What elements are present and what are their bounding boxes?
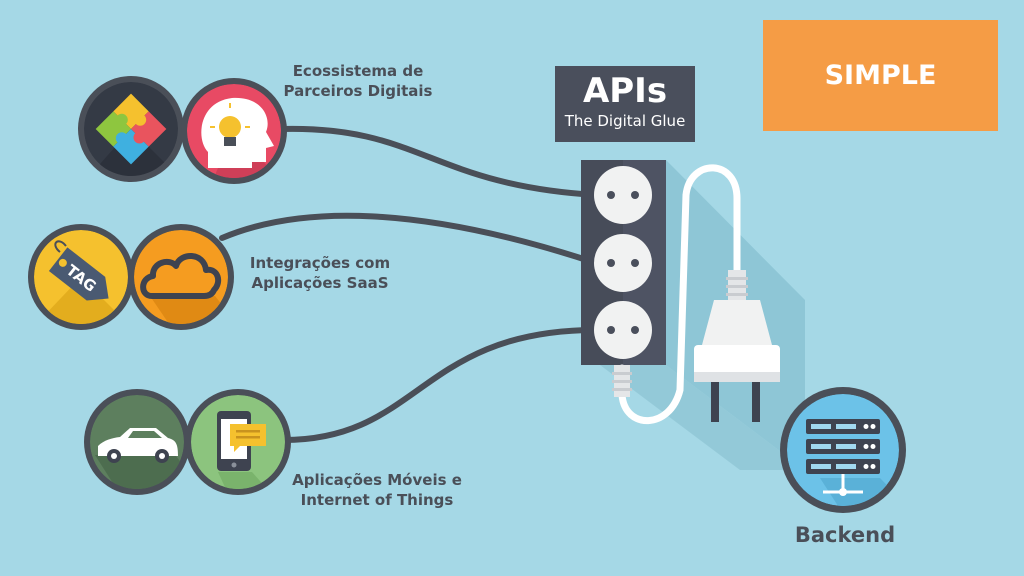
cloud-icon [128,224,234,330]
lightbulb-head-icon [181,78,287,184]
apis-title-box: APIs The Digital Glue [555,66,695,142]
power-cord [612,164,741,425]
puzzle-icon [78,76,184,182]
label-partners-line2: Parceiros Digitais [283,82,433,100]
label-saas-line2: Aplicações SaaS [251,274,389,292]
label-partners-line1: Ecossistema de [292,62,424,80]
socket-1 [594,166,652,224]
socket-2 [594,234,652,292]
label-mobile-line1: Aplicações Móveis e [292,471,462,489]
label-saas-line1: Integrações com [249,254,391,272]
label-backend: Backend [770,522,920,548]
label-mobile-iot: Aplicações Móveis e Internet of Things [272,470,482,510]
smartphone-icon [185,389,291,495]
power-strip-shadow-lower [600,365,805,470]
server-icon [780,387,906,513]
simple-badge: SIMPLE [763,20,998,131]
label-mobile-line2: Internet of Things [300,491,454,509]
simple-badge-label: SIMPLE [824,60,937,91]
car-icon [84,389,190,495]
socket-3 [594,301,652,359]
tag-icon: TAG [28,224,134,330]
page-title: APIs [582,71,668,111]
cable-saas [219,212,599,266]
page-subtitle: The Digital Glue [564,112,686,130]
power-strip [581,160,666,365]
label-saas: Integrações com Aplicações SaaS [232,253,408,293]
cable-mobile [281,327,599,443]
cable-partners [277,125,599,198]
plug-icon [694,270,780,422]
label-backend-text: Backend [794,523,896,547]
label-partners: Ecossistema de Parceiros Digitais [270,61,446,101]
